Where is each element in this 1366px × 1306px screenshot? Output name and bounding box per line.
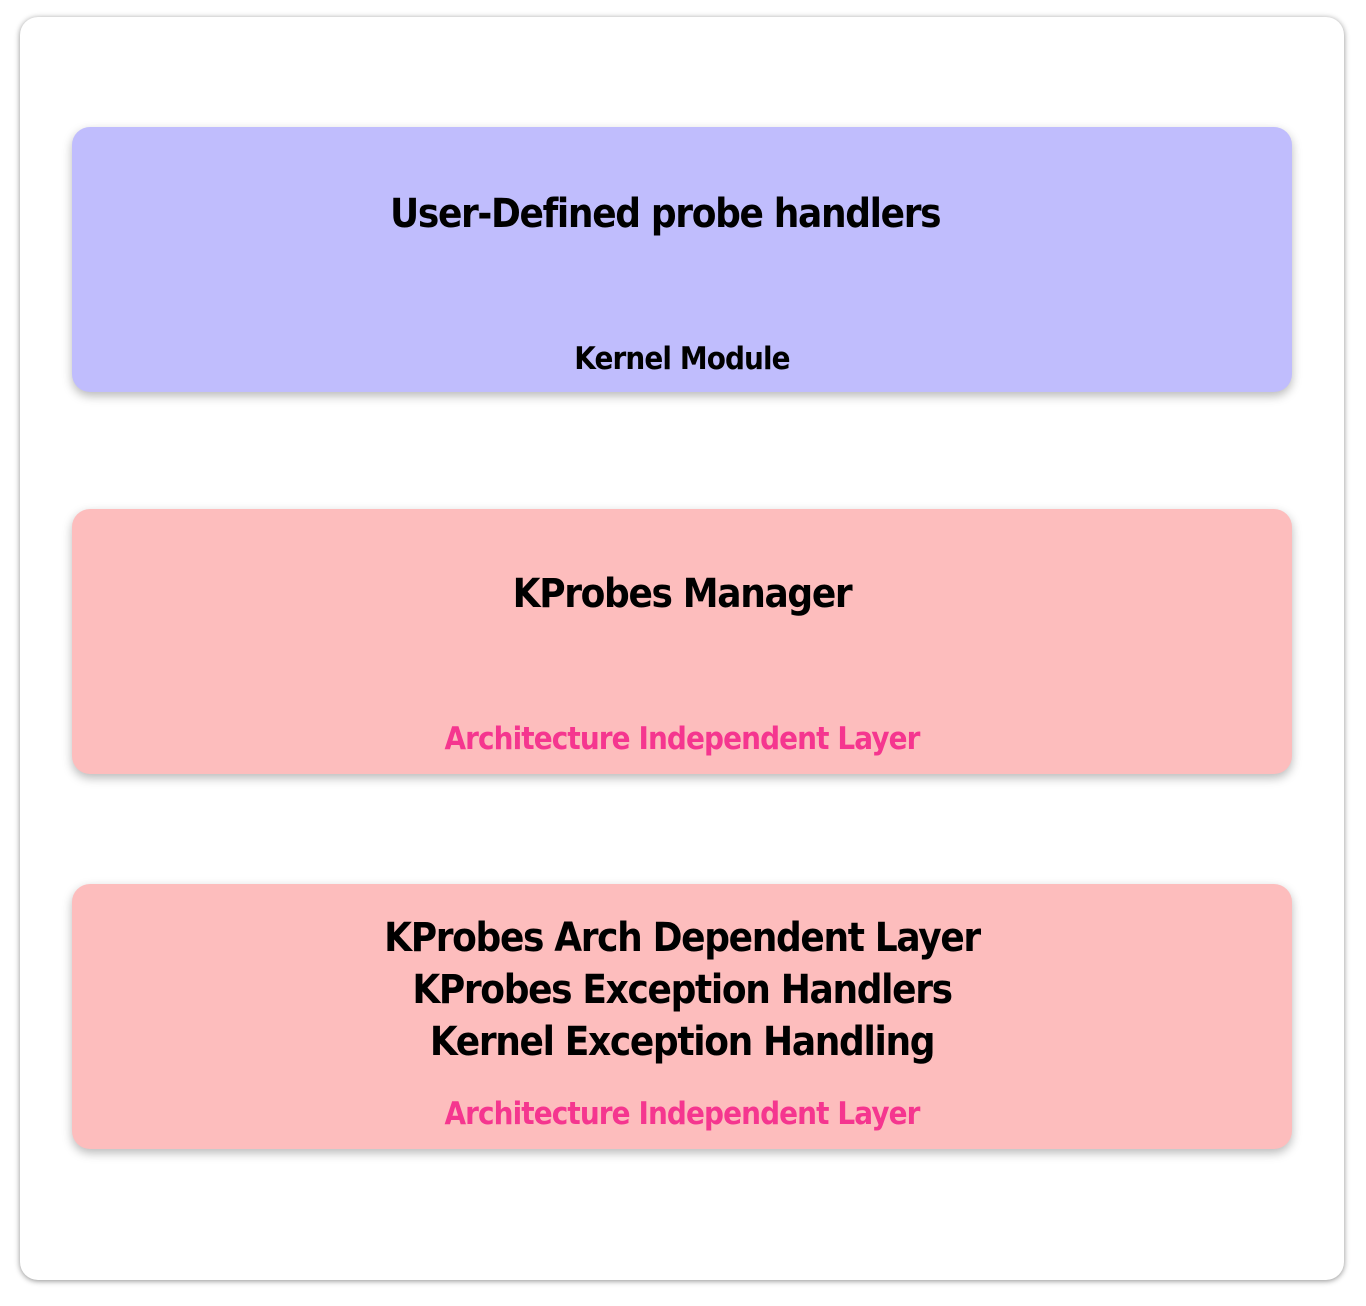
kprobes-manager-layer: KProbes Manager Architecture Independent… [72, 509, 1292, 774]
layer-title-line: Kernel Exception Handling [429, 1019, 936, 1065]
arch-dependent-layer: KProbes Arch Dependent Layer KProbes Exc… [72, 884, 1292, 1149]
kernel-module-layer: User-Defined probe handlers Kernel Modul… [72, 127, 1292, 392]
layer-caption: Kernel Module [574, 341, 790, 377]
layer-caption: Architecture Independent Layer [444, 1096, 920, 1132]
layer-title-line: KProbes Exception Handlers [412, 967, 953, 1013]
layer-title: KProbes Manager [512, 571, 853, 617]
layer-title: User-Defined probe handlers [390, 191, 942, 237]
layer-title-stack: KProbes Arch Dependent Layer KProbes Exc… [72, 912, 1292, 1068]
layer-title-line: KProbes Arch Dependent Layer [384, 915, 981, 961]
diagram-canvas: User-Defined probe handlers Kernel Modul… [20, 17, 1344, 1280]
layer-caption: Architecture Independent Layer [444, 721, 920, 757]
